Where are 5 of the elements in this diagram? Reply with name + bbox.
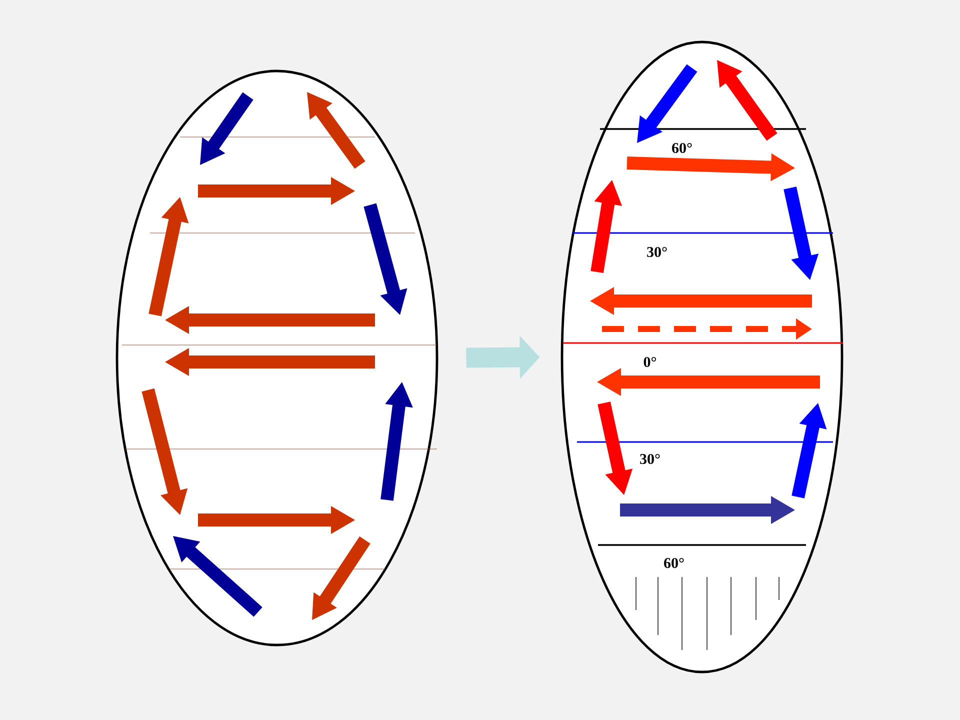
latitude-label: 0° — [644, 356, 656, 368]
latitude-label: 30° — [647, 246, 667, 258]
latitude-label: 60° — [664, 558, 684, 568]
latitude-label: 30° — [640, 454, 660, 464]
latitude-label: 60° — [672, 142, 692, 154]
